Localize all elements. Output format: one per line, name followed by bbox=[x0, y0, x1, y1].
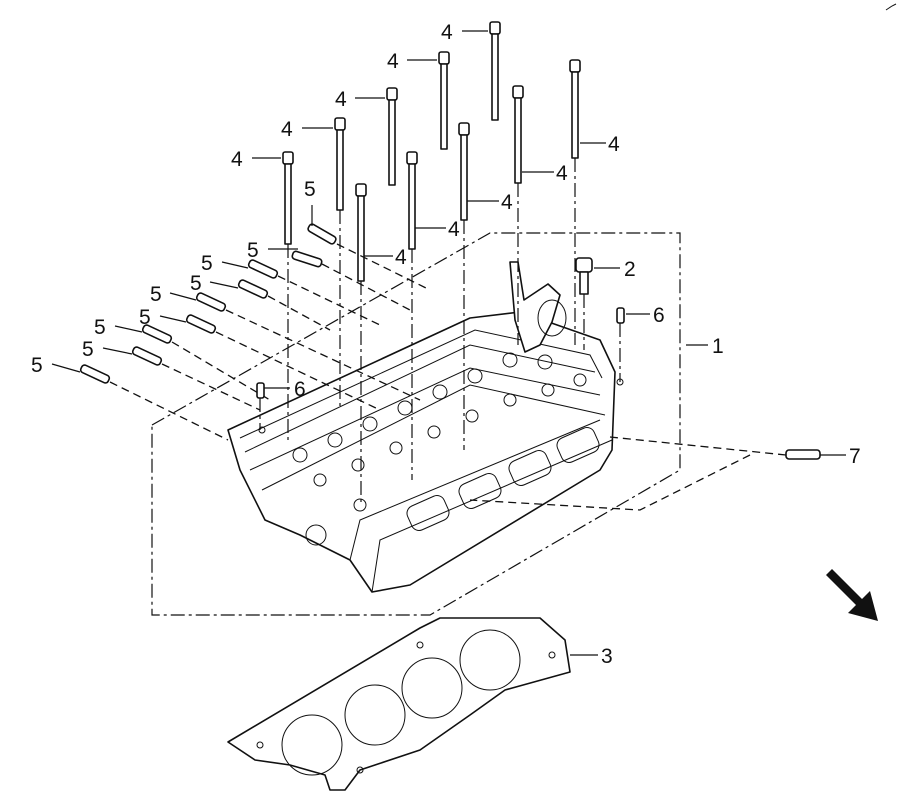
stud-dashed-lines bbox=[109, 243, 431, 441]
head-bolt bbox=[438, 51, 450, 150]
callout-4: 4 bbox=[395, 246, 407, 269]
callout-7: 7 bbox=[849, 445, 861, 468]
head-bolt bbox=[458, 122, 470, 221]
callout-4: 4 bbox=[448, 218, 460, 241]
bolt-alignment-lines bbox=[287, 158, 576, 505]
stud bbox=[307, 223, 337, 245]
stud bbox=[141, 324, 173, 344]
callout-2: 2 bbox=[624, 258, 636, 281]
stud bbox=[247, 259, 279, 279]
head-bolt bbox=[355, 183, 367, 282]
callout-5: 5 bbox=[94, 316, 106, 339]
callout-5: 5 bbox=[150, 283, 162, 306]
callout-5: 5 bbox=[31, 354, 43, 377]
cam-journals bbox=[292, 352, 587, 546]
pin-part-7 bbox=[469, 436, 821, 511]
studs bbox=[79, 223, 337, 384]
callout-5: 5 bbox=[82, 338, 94, 361]
port-openings bbox=[406, 427, 600, 531]
front-direction-arrow-icon bbox=[823, 569, 878, 621]
callout-5: 5 bbox=[139, 306, 151, 329]
head-bolt bbox=[406, 151, 418, 250]
callout-leaders bbox=[51, 30, 846, 456]
stud bbox=[195, 292, 227, 312]
callout-labels: 4 4 4 4 4 4 4 4 4 4 5 5 5 5 5 5 5 5 5 2 … bbox=[31, 21, 861, 668]
callout-6: 6 bbox=[294, 378, 306, 401]
callout-4: 4 bbox=[608, 133, 620, 156]
callout-5: 5 bbox=[247, 239, 259, 262]
head-bolt bbox=[282, 151, 294, 245]
cylinder-head-gasket bbox=[227, 617, 598, 791]
callout-4: 4 bbox=[556, 162, 568, 185]
head-bolt bbox=[334, 117, 346, 211]
callout-5: 5 bbox=[304, 178, 316, 201]
head-bolt bbox=[512, 85, 524, 184]
bolt-part-2 bbox=[575, 257, 593, 350]
stud bbox=[131, 346, 163, 366]
head-bolt bbox=[489, 21, 501, 121]
stud bbox=[237, 279, 269, 299]
callout-1: 1 bbox=[712, 335, 724, 358]
corner-mark bbox=[885, 3, 897, 11]
head-bolt bbox=[569, 59, 581, 159]
callout-4: 4 bbox=[441, 21, 453, 44]
dowel-pins bbox=[256, 307, 625, 430]
stud bbox=[291, 250, 323, 268]
callout-4: 4 bbox=[231, 148, 243, 171]
callout-6: 6 bbox=[653, 304, 665, 327]
coolant-outlet bbox=[509, 261, 567, 353]
callout-4: 4 bbox=[335, 88, 347, 111]
cylinder-head bbox=[227, 261, 624, 593]
callout-4: 4 bbox=[281, 118, 293, 141]
callout-5: 5 bbox=[201, 252, 213, 275]
callout-3: 3 bbox=[601, 645, 613, 668]
stud bbox=[185, 314, 217, 334]
callout-5: 5 bbox=[190, 272, 202, 295]
stud bbox=[79, 364, 111, 384]
head-bolt bbox=[386, 87, 398, 186]
callout-4: 4 bbox=[387, 50, 399, 73]
callout-4: 4 bbox=[501, 191, 513, 214]
assembly-boundary bbox=[151, 232, 708, 616]
